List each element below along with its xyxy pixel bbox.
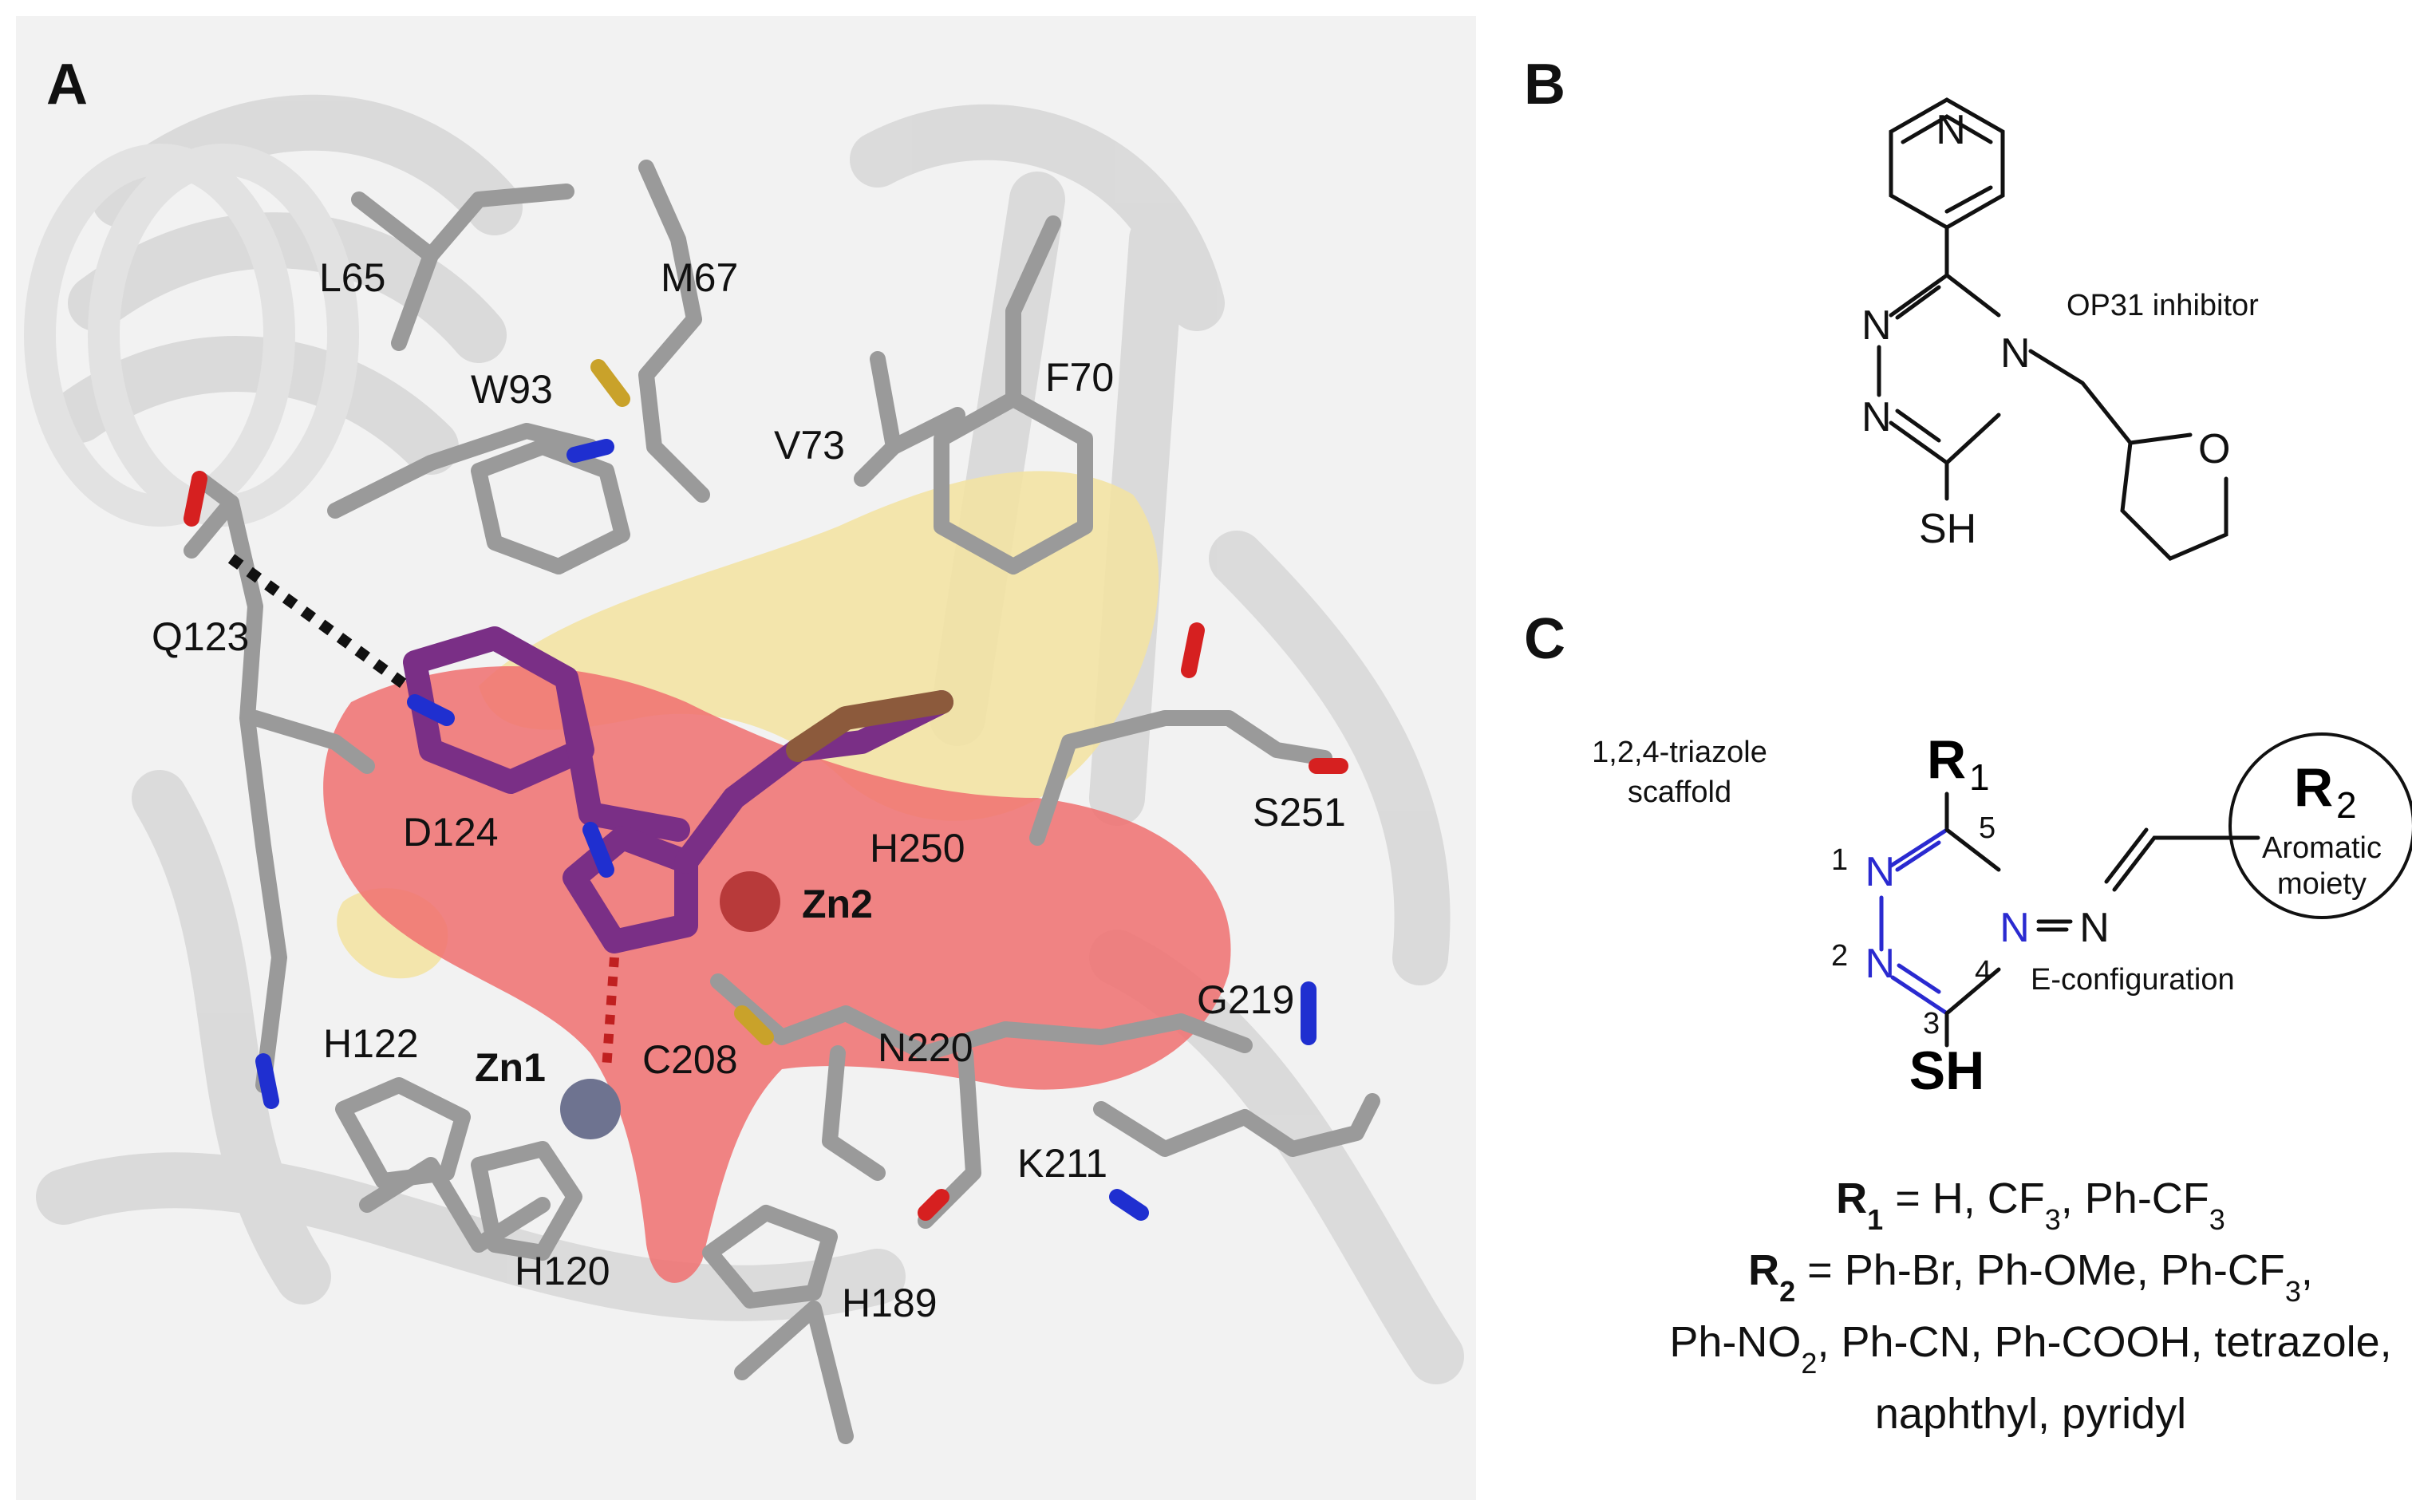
label-zn1: Zn1 [475,1045,546,1090]
label-d124: D124 [403,810,499,855]
ring-num-1: 1 [1831,843,1848,877]
label-m67: M67 [661,255,738,300]
r1-sub: 1 [1969,756,1990,798]
label-k211: K211 [1017,1141,1107,1186]
ring-num-4: 4 [1975,955,1992,989]
r2-substituents: R2 = Ph-Br, Ph-OMe, Ph-CF3, [1748,1246,2313,1308]
ring-num-3: 3 [1923,1007,1940,1040]
label-f70: F70 [1045,355,1114,400]
hbond-q123 [227,554,411,691]
triazole-n4: N [2000,330,2031,377]
scaffold-n2: N [1865,941,1895,987]
r2-sub: 2 [2336,784,2357,826]
panel-a: A L65 M67 W93 V73 F70 Q123 D124 H250 S25… [16,16,1476,1500]
panel-c: C 1,2,4-triazole scaffold R 1 N N N N SH [1524,607,2412,1438]
red-surface [323,666,1231,1283]
residue-sticks [184,160,1380,1444]
label-zn2: Zn2 [802,882,873,926]
op31-structure [1877,97,2228,561]
r2-desc-1: Aromatic [2262,831,2382,865]
scaffold-n1: N [1865,849,1895,895]
e-config-label: E-configuration [2031,963,2235,997]
triazole-n2: N [1861,394,1892,440]
r2-substituents-end: naphthyl, pyridyl [1875,1390,2186,1438]
r2-label: R [2294,757,2333,818]
triazole-scaffold [1879,732,2412,1048]
label-h122: H122 [323,1021,419,1066]
r2-substituents-cont: Ph-NO2, Ph-CN, Ph-COOH, tetrazole, [1669,1318,2391,1380]
scaffold-n4: N [1999,905,2030,951]
panel-c-letter: C [1524,607,1565,671]
label-h250: H250 [870,826,965,870]
triazole-n1: N [1861,302,1892,349]
zn2-sphere [720,871,780,932]
label-h120: H120 [515,1249,610,1293]
r1-label: R [1927,729,1966,790]
atom-markers [184,359,1348,1221]
op31-caption: OP31 inhibitor [2067,289,2259,322]
scaffold-sh: SH [1909,1040,1984,1101]
label-v73: V73 [774,423,845,468]
panel-b-letter: B [1524,53,1565,116]
panel-a-letter: A [46,53,88,116]
ring-num-2: 2 [1831,939,1848,973]
label-n220: N220 [878,1025,973,1070]
r2-desc-2: moiety [2277,867,2367,901]
thf-o: O [2198,426,2230,472]
ring-num-5: 5 [1979,811,1996,845]
label-c208: C208 [642,1037,738,1082]
r2-circle [2228,732,2412,919]
scaffold-label-1: 1,2,4-triazole [1592,736,1767,769]
panel-b: B N N N N SH O OP31 in [1524,53,2259,561]
label-h189: H189 [842,1281,938,1325]
pyridine-n: N [1936,107,1966,153]
label-s251: S251 [1253,790,1346,835]
r1-substituents: R1 = H, CF3, Ph-CF3 [1836,1174,2225,1236]
scaffold-label-2: scaffold [1628,776,1731,809]
label-g219: G219 [1197,977,1294,1022]
label-l65: L65 [319,255,385,300]
imine-n: N [2079,905,2110,951]
zn1-sphere [560,1079,621,1139]
label-w93: W93 [471,367,553,412]
thiol-sh: SH [1919,506,1976,552]
ligand [403,626,953,953]
label-q123: Q123 [152,614,249,659]
